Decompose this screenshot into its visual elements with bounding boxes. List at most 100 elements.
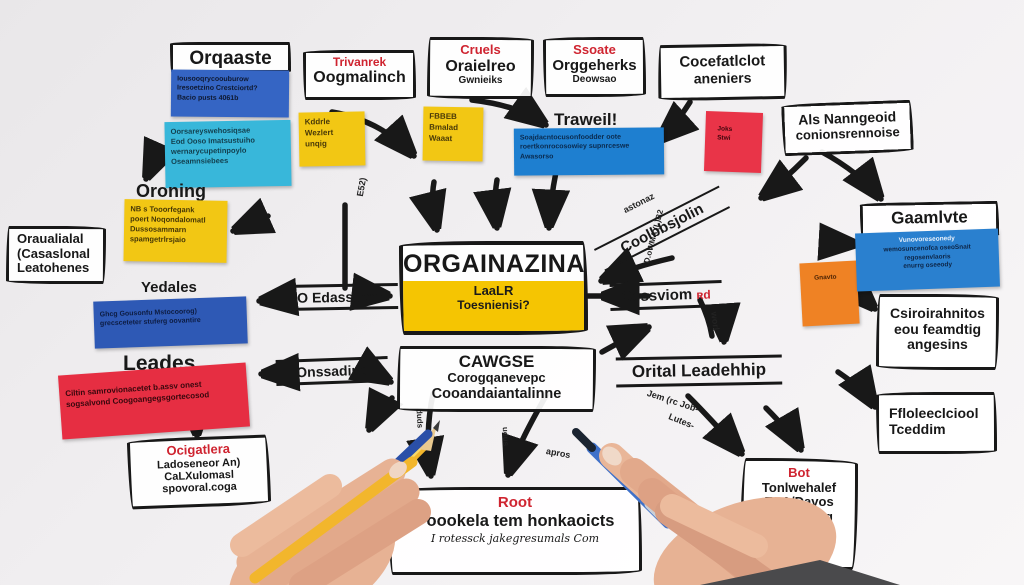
node-line: Leatohenes <box>17 260 90 276</box>
node-line: Cocefatlclot <box>679 52 766 71</box>
node-csiroirahnitos: Csiroirahnitos eou feamdtig angesins <box>876 294 999 370</box>
node-line: Gwnieiks <box>458 75 503 87</box>
left-finger <box>236 458 406 576</box>
node-red-line: Cruels <box>460 42 501 57</box>
node-ffloleeclciool: Ffloleeclciool Tceddim <box>876 392 997 454</box>
sticky-line: Oseamnsiebees <box>171 156 229 167</box>
scribble: apros <box>545 445 572 461</box>
sticky-line: unqig <box>304 138 327 149</box>
sticky-line: Waaat <box>428 133 453 143</box>
sticky-line: spamgetrlrsjaio <box>129 234 186 245</box>
node-speech-bubble: Ocigatlera Ladoseneor An) CaLXulomasl sp… <box>126 434 272 510</box>
scribble: Lutes- <box>667 411 696 431</box>
node-bot: Bot Tonlwehalef ESA/Davos adsaolkmg r ee… <box>740 458 858 570</box>
node-gaamlvte-title: Gaamlvte <box>891 207 968 228</box>
label-o-edassiiont: O Edassiiont <box>281 282 399 312</box>
center-band-line: LaaLR <box>473 283 514 298</box>
center-yellow-band: LaaLR Toesnienisi? <box>403 281 584 331</box>
pen-dark-tip <box>572 428 596 452</box>
sticky-red-small: Joks Stwi <box>703 111 764 173</box>
cause-title: CAWGSE <box>458 352 535 371</box>
node-cawgse: CAWGSE Corogqanevepc Cooandaiantalinne <box>397 346 596 412</box>
node-red-line: Trivanrek <box>332 55 387 69</box>
node-cruels: Cruels Oraielreo Gwnieiks <box>427 37 534 99</box>
sticky-orange: Gnavto <box>799 260 860 327</box>
label-cessviom-text: Cessviom <box>621 286 693 306</box>
node-cocefatlclot: Cocefatlclot aneniers <box>657 42 788 102</box>
sticky-blue-wide: Soajdacntocusonfoodder oote roertkonroco… <box>513 127 665 176</box>
sticky-line: FBBEB <box>429 111 457 122</box>
left-finger <box>258 478 420 585</box>
node-line: eou feamdtig <box>893 320 982 337</box>
node-trivanrek: Trivanrek Oogmalinch <box>303 50 416 100</box>
right-fingernail <box>602 446 622 466</box>
scribble: E52) <box>354 176 369 198</box>
node-als-nanngeoid: Als Nanngeoid conionsrennoise <box>781 99 914 157</box>
right-finger <box>620 458 756 572</box>
blue-pencil <box>383 429 433 477</box>
node-root: Root Poookela tem honkaoicts I rotessck … <box>388 487 642 575</box>
cause-line: Corogqanevepc <box>447 370 546 386</box>
sticky-yellow-2: FBBEB Bmalad Waaat <box>422 106 484 162</box>
pen-silver-band <box>644 498 666 520</box>
sticky-yellow-1: Kddrle Wezlert unqig <box>298 111 366 167</box>
scribble: astonaz <box>621 190 656 216</box>
node-line: aneniers <box>693 69 752 87</box>
node-line: angesins <box>907 336 968 353</box>
pencil-lead-tip <box>433 420 440 432</box>
scribble: duds <box>414 408 425 429</box>
node-line: (Casaslonal <box>17 245 90 261</box>
sticky-blue-left: Ghcg Gousonfu Mstocoorog) grecsceteter s… <box>93 296 248 349</box>
node-line: Orggeherks <box>552 56 637 74</box>
label-coolbbsjolin: Coolbbsjolin <box>593 185 731 272</box>
label-onssadine: Onssadine <box>275 356 389 386</box>
sticky-line: Bmalad <box>429 122 459 132</box>
label-trawel: Traweil! <box>554 110 618 129</box>
label-cessviom: Cessviom ʀd <box>609 280 723 311</box>
cause-line: Cooandaiantalinne <box>431 385 562 402</box>
sticky-blue-top-left: Iousooqrycoouburow Iresoetzino Crestcior… <box>170 69 290 118</box>
bot-line: ESA/Davos <box>764 494 834 510</box>
left-fingernail <box>389 461 407 479</box>
red-scribble-mark: ʀd <box>696 287 711 302</box>
node-ssoate: Ssoate Orggeherks Deowsao <box>543 37 646 97</box>
label-orital-text: Orital Leadehhip <box>631 359 767 382</box>
node-line: Csiroirahnitos <box>890 305 985 321</box>
node-line: Oraualialal <box>17 231 84 246</box>
node-line: Oogmalinch <box>313 69 406 87</box>
sticky-line: Awasorso <box>520 153 554 161</box>
node-orqaaste: Orqaaste <box>170 42 291 73</box>
node-line: Oraielreo <box>445 57 516 75</box>
sticky-yellow-left: NB s Tooorfegank poert Noqondalomatl Dus… <box>123 199 228 263</box>
root-line: Poookela tem honkaoicts <box>415 511 615 530</box>
label-o-edassiiont-text: O Edassiiont <box>297 288 383 306</box>
node-line: Deowsao <box>572 74 617 86</box>
bot-script-line: r eecvttorms. <box>768 527 830 538</box>
scribble: worl <box>709 311 722 331</box>
node-left-leadership: Oraualialal (Casaslonal Leatohenes <box>6 226 106 284</box>
center-band-line: Toesnienisi? <box>457 297 530 312</box>
label-onssadine-text: Onssadine <box>295 361 369 381</box>
bot-line: Tonlwehalef <box>761 479 837 495</box>
node-center-orgainazina: ORGAINAZINA LaaLR Toesnienisi? <box>399 241 588 335</box>
node-red-line: Ssoate <box>573 42 616 57</box>
scribble: uous <box>500 426 511 447</box>
bot-title: Bot <box>788 465 810 480</box>
pencil-wood-tip <box>418 424 437 451</box>
sticky-line: Stwi <box>717 134 731 142</box>
label-orital-leadehhip: Orital Leadehhip <box>615 354 783 388</box>
label-yedales: Yedales <box>141 279 197 296</box>
sticky-cyan-top-left: Oorsareyswehosiqsae Eod Ooso Imatsustuih… <box>164 119 292 189</box>
node-line: Tceddim <box>889 420 946 437</box>
sticky-blue-right: Vunovoreseonedy wemosuncenofca oseoSnait… <box>855 228 1000 292</box>
bot-line: adsaolkmg <box>765 508 833 524</box>
center-title: ORGAINAZINA <box>403 250 585 278</box>
scribble: Jem (rc Job- <box>645 387 700 415</box>
node-line: conionsrennoise <box>795 123 900 143</box>
node-orqaaste-title: Orqaaste <box>189 48 272 69</box>
node-line: Ffloleeclciool <box>889 405 979 421</box>
root-script-line: I rotessck jakegresumals Com <box>430 532 600 546</box>
sticky-red-left: Ciltin samrovionacetet b.assv onest sogs… <box>57 362 251 440</box>
sticky-line: Gnavto <box>813 273 837 282</box>
